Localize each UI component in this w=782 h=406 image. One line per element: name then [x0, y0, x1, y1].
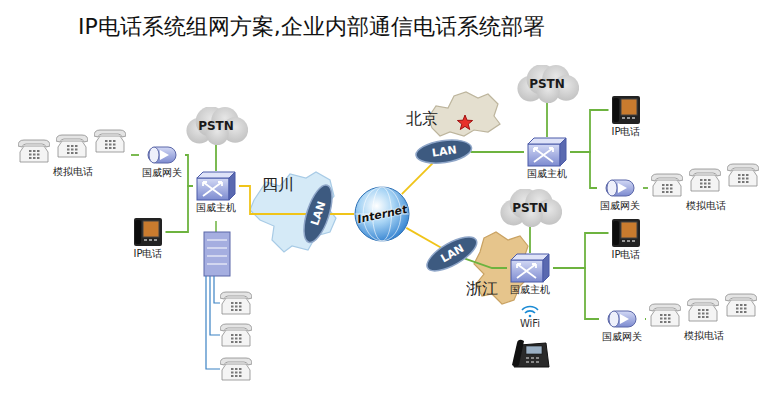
host-switch-icon: [511, 254, 549, 282]
device-icon: [528, 138, 566, 166]
connector-line: [239, 186, 307, 214]
host-switch-icon: [528, 138, 566, 166]
map-node: 北京: [404, 88, 502, 138]
lan-node: LAN: [303, 184, 333, 243]
node-label: 四川: [262, 176, 294, 194]
dev-node: IP电话: [131, 217, 166, 262]
node-label: PSTN: [529, 77, 565, 91]
dev-node: 国威主机: [524, 137, 570, 182]
cloud-node: PSTN: [498, 189, 562, 227]
node-label: 国威主机: [196, 202, 236, 214]
wifi-phone: [512, 340, 549, 367]
dev-node: 国威主机: [507, 253, 553, 298]
wifi-label: WiFi: [520, 318, 540, 330]
connector-line: [131, 154, 139, 156]
connector-line: [402, 163, 433, 194]
connector-line: [329, 213, 354, 215]
connector-line: [406, 228, 441, 248]
device-icon: [607, 309, 637, 329]
ip-phone-icon: [134, 218, 162, 246]
node-label: 国威主机: [510, 284, 550, 296]
globe-node: Internet: [354, 186, 410, 242]
node-label: 模拟电话: [686, 200, 726, 212]
connector-line: [553, 268, 599, 319]
phone-wires: [206, 276, 220, 369]
node-label: 北京: [406, 110, 438, 128]
device-icon: [612, 96, 640, 124]
dev-node: 国威网关: [599, 308, 645, 345]
host-switch-icon: [197, 172, 235, 200]
node-label: 模拟电话: [53, 166, 93, 178]
node-label: 国威网关: [142, 167, 182, 179]
dev-node: IP电话: [609, 95, 644, 140]
dev-node: 国威网关: [139, 144, 185, 181]
node-label: 浙江: [466, 280, 498, 298]
connector-line: [546, 101, 548, 137]
gateway-icon: [606, 180, 634, 196]
node-label: IP电话: [612, 249, 641, 261]
connector-line: [215, 143, 217, 171]
node-label: PSTN: [198, 119, 234, 133]
device-icon: [605, 178, 635, 198]
node-label: 国威网关: [602, 331, 642, 343]
lan-node: LAN: [415, 139, 473, 164]
connector-line: [465, 259, 507, 268]
connector-line: [529, 225, 531, 253]
device-icon: [134, 218, 162, 246]
node-label: IP电话: [134, 248, 163, 260]
gateway-icon: [608, 311, 636, 327]
connector-line: [553, 233, 609, 268]
connector-line: [185, 155, 193, 186]
dev-node: 模拟电话: [646, 291, 762, 344]
dev-node: 模拟电话: [648, 161, 764, 214]
dev-node: 模拟电话: [15, 127, 131, 180]
analog-phones-icon: [649, 294, 757, 326]
connector-line: [645, 318, 646, 320]
analog-phones-icon: [651, 164, 759, 196]
connector-line: [570, 110, 609, 152]
dev-node: 国威网关: [597, 177, 643, 214]
lan-node: LAN: [426, 236, 478, 272]
node-label: 国威网关: [600, 200, 640, 212]
gateway-icon: [148, 147, 176, 163]
analog-phone: [220, 324, 252, 346]
ip-phone-icon: [612, 219, 640, 247]
diagram-title: IP电话系统组网方案,企业内部通信电话系统部署: [78, 12, 545, 42]
connector-line: [570, 152, 597, 188]
node-label: IP电话: [612, 126, 641, 138]
node-label: PSTN: [512, 201, 548, 215]
device-icon: [197, 172, 235, 200]
cloud-node: PSTN: [515, 65, 579, 103]
analog-phone: [220, 358, 252, 380]
frame-link: [215, 221, 217, 232]
connector-line: [643, 187, 648, 189]
device-icon: [651, 162, 761, 198]
connector-line: [165, 186, 193, 232]
dev-node: IP电话: [609, 218, 644, 263]
ip-phone-icon: [612, 96, 640, 124]
wifi-symbol: [522, 307, 538, 318]
device-icon: [147, 145, 177, 165]
capital-star: [457, 115, 472, 130]
device-icon: [18, 128, 128, 164]
connector-line: [471, 151, 524, 153]
analog-phones-icon: [18, 130, 126, 162]
device-icon: [612, 219, 640, 247]
device-icon: [511, 254, 549, 282]
device-icon: [649, 292, 759, 328]
node-label: 模拟电话: [684, 330, 724, 342]
dev-node: 国威主机: [193, 171, 239, 216]
analog-phone: [220, 292, 252, 314]
node-label: 国威主机: [527, 168, 567, 180]
distribution-frame: [204, 232, 230, 276]
cloud-node: PSTN: [184, 107, 248, 145]
